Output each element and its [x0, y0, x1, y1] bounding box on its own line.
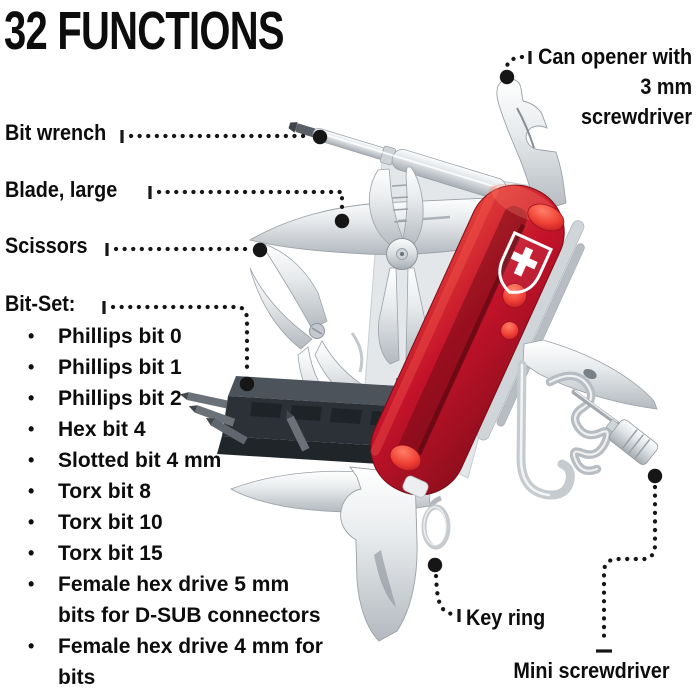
label-can-opener-line3: screwdriver [580, 104, 692, 129]
label-mini-screwdriver: Mini screwdriver [513, 658, 670, 683]
bullet-dot: • [28, 512, 35, 532]
bit-set-item-label: Hex bit 4 [58, 418, 146, 441]
bit-set-item-label: Torx bit 15 [58, 542, 163, 565]
bit-set-item: • Torx bit 15 [18, 538, 330, 569]
label-can-opener-line1: Can opener with [537, 44, 692, 69]
pliers-tool [368, 166, 426, 365]
bit-set-item-label: Torx bit 10 [58, 511, 163, 534]
victorinox-shield-logo [498, 230, 554, 294]
handle-bump [527, 203, 565, 232]
bullet-dot: • [28, 574, 35, 594]
bullet-dot: • [28, 419, 35, 439]
bit-set-item-label: Torx bit 8 [58, 480, 151, 503]
leader-bit-wrench [120, 129, 328, 145]
leader-mini-screwdriver [596, 468, 663, 653]
bit-set-item: • Hex bit 4 [18, 414, 330, 445]
bullet-dot: • [28, 543, 35, 563]
label-key-ring: Key ring [466, 605, 546, 630]
bit-set-item: • Phillips bit 1 [18, 352, 330, 383]
can-opener-tool [496, 78, 567, 213]
bullet-dot: • [28, 326, 35, 346]
label-bit-wrench: Bit wrench [5, 120, 107, 145]
corkscrew-tool [545, 371, 612, 475]
bit-set-item: • Phillips bit 2 [18, 383, 330, 414]
leader-scissors [105, 242, 268, 258]
bit-set-item: • Torx bit 10 [18, 507, 330, 538]
page-title: 32 FUNCTIONS [4, 1, 285, 61]
handle-bump [389, 444, 422, 472]
combo-tool [340, 466, 418, 642]
bullet-dot: • [28, 481, 35, 501]
cross-icon [510, 246, 538, 277]
bit-set-item: • Phillips bit 0 [18, 321, 330, 352]
key-ring-tool [421, 495, 451, 550]
leader-bit-set [102, 301, 255, 392]
label-can-opener-line2: 3 mm [640, 74, 692, 99]
leader-key-ring [427, 557, 461, 622]
bit-set-item: • Slotted bit 4 mm [18, 445, 330, 476]
label-can-opener: Can opener with 3 mm screwdriver [538, 42, 692, 132]
bit-set-item-label: Slotted bit 4 mm [58, 449, 222, 472]
bit-set-list: • Phillips bit 0 • Phillips bit 1 • Phillip… [18, 321, 330, 693]
bullet-dot: • [28, 636, 35, 656]
label-blade-large: Blade, large [5, 177, 118, 202]
leader-blade-large [148, 186, 350, 229]
bit-set-item-label: Female hex drive 4 mm for bits [58, 635, 323, 689]
leader-can-opener [499, 51, 532, 85]
bit-set-item: • Torx bit 8 [18, 476, 330, 507]
bit-set-item-label: Female hex drive 5 mm bits for D-SUB con… [58, 573, 321, 627]
label-scissors: Scissors [5, 233, 88, 258]
label-bit-set: Bit-Set: [5, 291, 76, 316]
bit-set-item: • Female hex drive 4 mm for bits [18, 631, 330, 693]
red-handle [370, 183, 565, 498]
handle-bump [500, 321, 520, 341]
bit-set-item-label: Phillips bit 1 [58, 356, 182, 379]
keyring-tab [402, 475, 429, 498]
bullet-dot: • [28, 388, 35, 408]
bit-set-item: • Female hex drive 5 mm bits for D-SUB co… [18, 569, 330, 631]
small-blade-right-tool [522, 339, 658, 410]
bullet-dot: • [28, 450, 35, 470]
bit-set-item-label: Phillips bit 2 [58, 387, 182, 410]
hook-tool [516, 360, 575, 500]
mini-screwdriver-tool [571, 389, 659, 465]
bullet-dot: • [28, 357, 35, 377]
bit-set-item-label: Phillips bit 0 [58, 325, 182, 348]
